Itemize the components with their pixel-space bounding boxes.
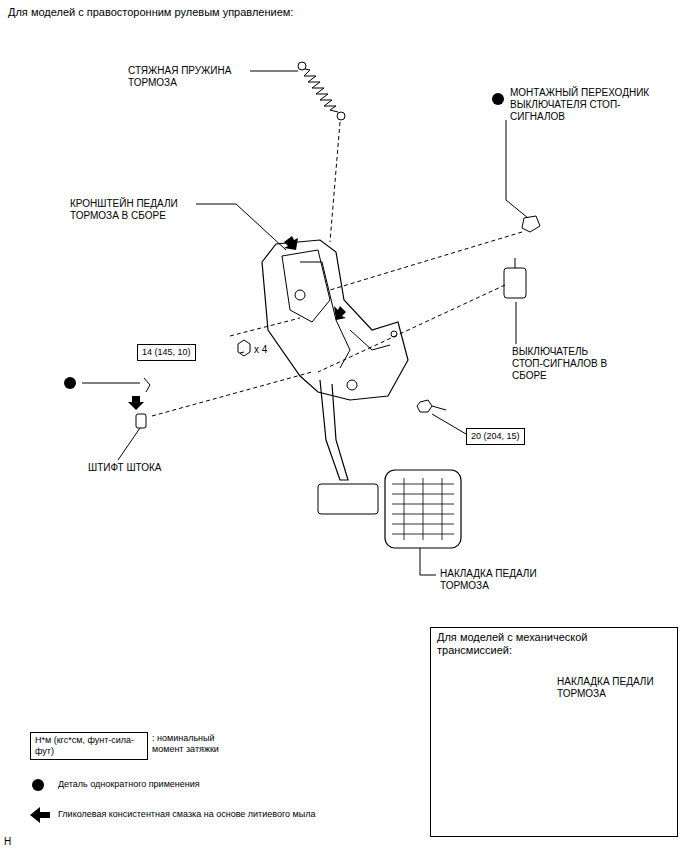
torque-box: 14 (145, 10) xyxy=(137,344,196,361)
inset-panel: Для моделей с механической трансмиссией:… xyxy=(430,627,678,837)
legend-torque-box: Н*м (кгс*см, фунт-сила-фут) xyxy=(30,732,148,760)
part-label: НАКЛАДКА ПЕДАЛИ ТОРМОЗА xyxy=(440,568,555,592)
part-label: СТЯЖНАЯ ПРУЖИНА ТОРМОЗА xyxy=(128,65,248,89)
torque-value: 14 (145, 10) xyxy=(138,345,195,360)
legend-text: Гликолевая консистентная смазка на основ… xyxy=(58,809,418,820)
part-label: КРОНШТЕЙН ПЕДАЛИ ТОРМОЗА В СБОРЕ xyxy=(70,198,195,222)
legend-text: : номинальный момент затяжки xyxy=(152,733,247,755)
torque-value: Н*м (кгс*см, фунт-сила-фут) xyxy=(31,733,147,759)
part-label: НАКЛАДКА ПЕДАЛИ ТОРМОЗА xyxy=(557,676,667,700)
inset-heading: Для моделей с механической трансмиссией: xyxy=(437,631,622,657)
quantity: x 4 xyxy=(254,344,267,356)
figure-code: H xyxy=(4,836,11,848)
legend-text: Деталь однократного применения xyxy=(58,779,358,790)
diagram-title: Для моделей с правосторонним рулевым упр… xyxy=(8,6,508,19)
torque-value: 20 (204, 15) xyxy=(467,429,524,444)
torque-box: 20 (204, 15) xyxy=(466,428,525,445)
part-label: МОНТАЖНЫЙ ПЕРЕХОДНИК ВЫКЛЮЧАТЕЛЯ СТОП-СИ… xyxy=(510,87,655,123)
part-label: ШТИФТ ШТОКА xyxy=(88,462,198,474)
part-label: ВЫКЛЮЧАТЕЛЬ СТОП-СИГНАЛОВ В СБОРЕ xyxy=(512,346,612,382)
